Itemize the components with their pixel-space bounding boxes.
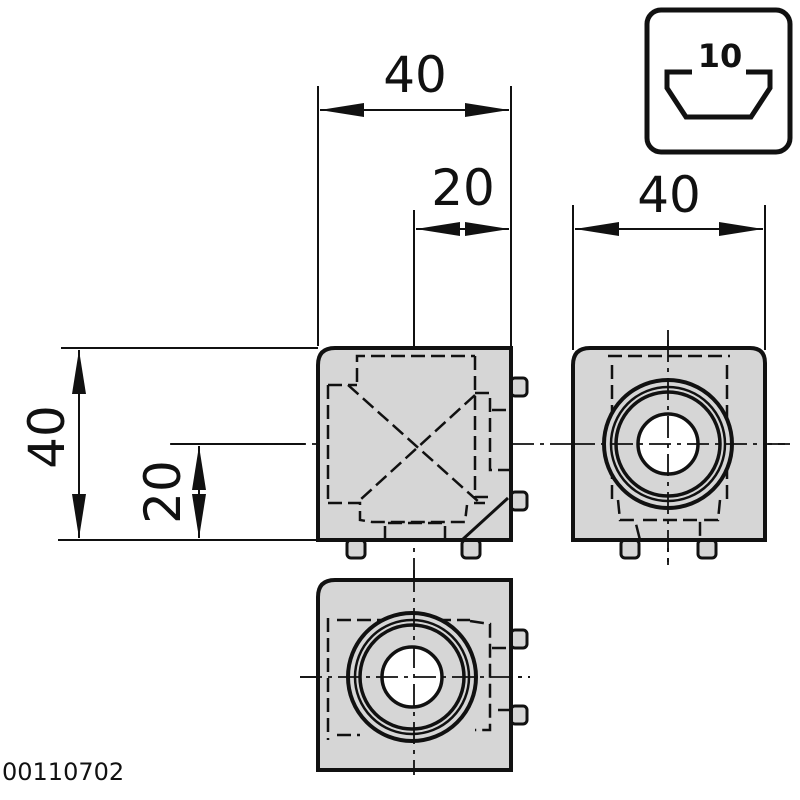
slot-profile-icon	[664, 69, 773, 120]
part-number: 00110702	[2, 758, 125, 786]
dimension-lines	[58, 86, 766, 541]
dim-top-width: 40	[383, 46, 447, 104]
slot-size-badge: 10	[644, 7, 793, 155]
side-view	[571, 340, 790, 565]
dim-right-view-width: 40	[637, 166, 701, 224]
dim-left-height: 40	[18, 405, 76, 469]
slot-size-label: 10	[698, 37, 743, 75]
front-view	[316, 346, 529, 560]
dim-left-half-height: 20	[134, 460, 192, 524]
bottom-view	[300, 570, 530, 775]
dim-top-half-width: 20	[431, 159, 495, 217]
